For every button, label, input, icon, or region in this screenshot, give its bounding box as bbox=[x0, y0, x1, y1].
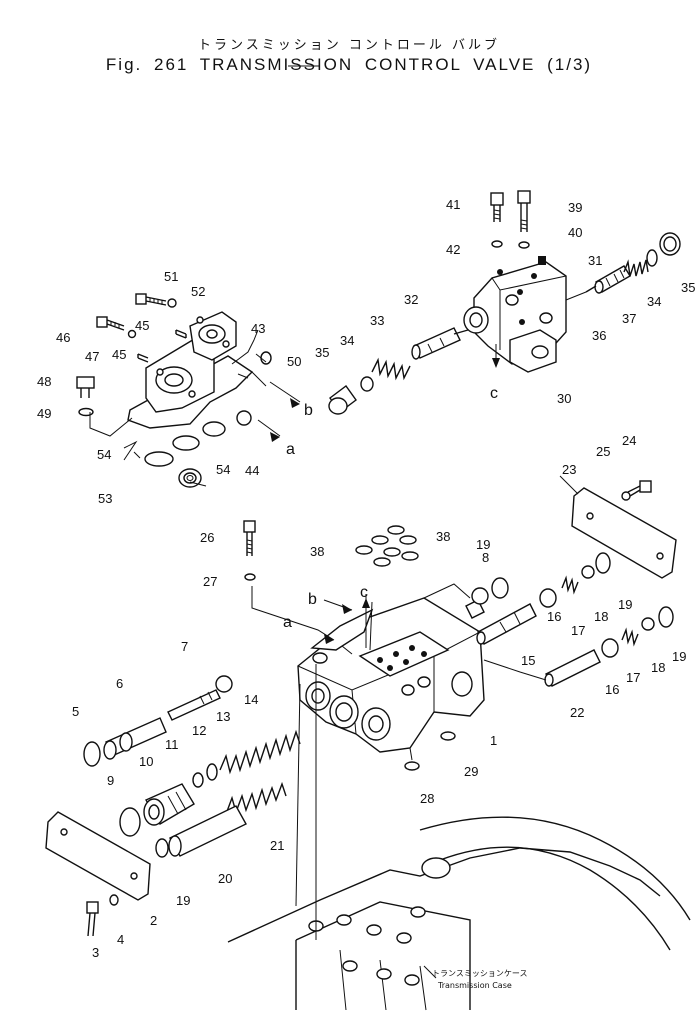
part-label: 25 bbox=[596, 444, 610, 459]
part-label: 30 bbox=[557, 391, 571, 406]
main-body-1-group bbox=[297, 597, 485, 761]
callout-a: a bbox=[286, 441, 295, 458]
part-label: 19 bbox=[672, 649, 686, 664]
callout-b: b bbox=[308, 591, 317, 608]
part-label: 27 bbox=[203, 574, 217, 589]
part-label: 44 bbox=[245, 463, 259, 478]
part-label: 52 bbox=[191, 284, 205, 299]
part-label: 5 bbox=[72, 704, 79, 719]
part-label: 39 bbox=[568, 200, 582, 215]
part-label: 7 bbox=[181, 639, 188, 654]
part-label: 19 bbox=[618, 597, 632, 612]
part-label: 38 bbox=[310, 544, 324, 559]
part-label: 10 bbox=[139, 754, 153, 769]
part-label: 23 bbox=[562, 462, 576, 477]
part-label: 16 bbox=[605, 682, 619, 697]
part-label: 6 bbox=[116, 676, 123, 691]
spools-right bbox=[465, 552, 674, 687]
cover-plate-23 bbox=[571, 480, 677, 579]
part-label: 22 bbox=[570, 705, 584, 720]
part-label: 36 bbox=[592, 328, 606, 343]
part-label: 51 bbox=[164, 269, 178, 284]
part-label: 1 bbox=[490, 733, 497, 748]
part-label: 21 bbox=[270, 838, 284, 853]
seal-rings-38 bbox=[355, 525, 419, 567]
part-label: 40 bbox=[568, 225, 582, 240]
title-english: Fig. 261 TRANSMISSION CONTROL VALVE (1/3… bbox=[105, 55, 593, 74]
part-label: 49 bbox=[37, 406, 51, 421]
part-label: 18 bbox=[594, 609, 608, 624]
body-small-seals bbox=[243, 520, 456, 771]
part-label: 19 bbox=[476, 537, 490, 552]
part-label: 9 bbox=[107, 773, 114, 788]
part-label: 14 bbox=[244, 692, 258, 707]
part-label: 50 bbox=[287, 354, 301, 369]
part-label: 45 bbox=[135, 318, 149, 333]
part-label: 42 bbox=[446, 242, 460, 257]
callout-b: b bbox=[304, 402, 313, 419]
bolts-upper-right bbox=[490, 190, 546, 265]
part-label: 47 bbox=[85, 349, 99, 364]
bolts-upper-left bbox=[76, 293, 187, 417]
cover-plate-2 bbox=[45, 811, 151, 937]
part-label: 41 bbox=[446, 197, 460, 212]
part-label: 31 bbox=[588, 253, 602, 268]
cover-43-group bbox=[127, 311, 254, 429]
part-label: 33 bbox=[370, 313, 384, 328]
part-label: 45 bbox=[112, 347, 126, 362]
part-label: 34 bbox=[340, 333, 354, 348]
part-label: 17 bbox=[571, 623, 585, 638]
callout-a: a bbox=[283, 614, 292, 631]
part-label: 15 bbox=[521, 653, 535, 668]
part-label: 18 bbox=[651, 660, 665, 675]
title-japanese: トランスミッション コントロール バルブ bbox=[197, 38, 500, 53]
callout-c: c bbox=[360, 584, 368, 601]
part-label: 16 bbox=[547, 609, 561, 624]
part-label: 38 bbox=[436, 529, 450, 544]
callout-letters: a a b b c c bbox=[283, 385, 498, 631]
part-label: 26 bbox=[200, 530, 214, 545]
part-labels: 1 2 3 4 5 6 7 8 9 10 11 12 13 14 15 16 1… bbox=[37, 197, 695, 960]
part-label: 11 bbox=[165, 737, 179, 752]
arrow-markers bbox=[270, 358, 500, 644]
valve-body-30-group bbox=[463, 261, 567, 373]
part-label: 43 bbox=[251, 321, 265, 336]
callout-c: c bbox=[490, 385, 498, 402]
part-label: 54 bbox=[216, 462, 230, 477]
part-label: 35 bbox=[681, 280, 695, 295]
part-label: 32 bbox=[404, 292, 418, 307]
part-label: 8 bbox=[482, 550, 489, 565]
part-label: 17 bbox=[626, 670, 640, 685]
part-label: 12 bbox=[192, 723, 206, 738]
part-label: 53 bbox=[98, 491, 112, 506]
part-label: 46 bbox=[56, 330, 70, 345]
part-label: 35 bbox=[315, 345, 329, 360]
case-label-jp: トランスミッションケース bbox=[432, 969, 527, 978]
plug-36-37-35 bbox=[585, 232, 681, 294]
part-label: 19 bbox=[176, 893, 190, 908]
part-label: 20 bbox=[218, 871, 232, 886]
part-label: 24 bbox=[622, 433, 636, 448]
spool-32-33 bbox=[328, 327, 469, 415]
spools-left bbox=[83, 675, 301, 858]
part-label: 29 bbox=[464, 764, 478, 779]
part-label: 13 bbox=[216, 709, 230, 724]
part-label: 3 bbox=[92, 945, 99, 960]
part-label: 4 bbox=[117, 932, 124, 947]
transmission-case bbox=[227, 816, 691, 1011]
case-label-en: Transmission Case bbox=[437, 981, 512, 990]
part-label: 2 bbox=[150, 913, 157, 928]
part-label: 54 bbox=[97, 447, 111, 462]
part-label: 34 bbox=[647, 294, 661, 309]
part-label: 37 bbox=[622, 311, 636, 326]
case-label: トランスミッションケース Transmission Case bbox=[432, 969, 527, 990]
part-label: 48 bbox=[37, 374, 51, 389]
part-label: 28 bbox=[420, 791, 434, 806]
